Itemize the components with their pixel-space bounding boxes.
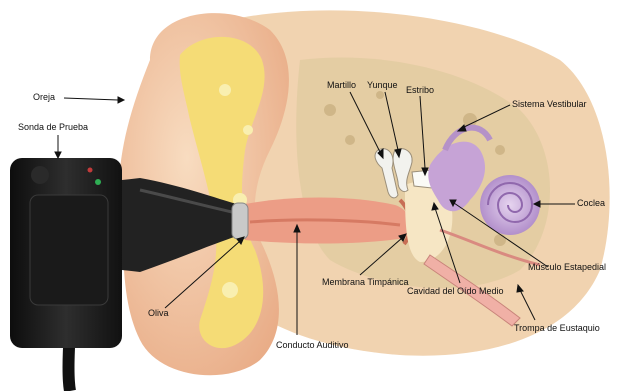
label-cavidad: Cavidad del Oído Medio [407,286,504,297]
olive-tip [232,203,248,239]
label-eustaquio: Trompa de Eustaquio [514,323,600,334]
label-vestibular: Sistema Vestibular [512,99,587,110]
probe-led-red [88,168,93,173]
label-estapedial: Músculo Estapedial [528,262,606,273]
label-oliva: Oliva [148,308,169,319]
probe-led-green [95,179,101,185]
label-sonda: Sonda de Prueba [18,122,88,133]
cochlea [480,175,540,235]
label-estribo: Estribo [406,85,434,96]
label-membrana: Membrana Timpánica [322,277,409,288]
label-martillo: Martillo [327,80,356,91]
label-conducto: Conducto Auditivo [276,340,349,351]
label-oreja: Oreja [33,92,55,103]
label-yunque: Yunque [367,80,398,91]
label-coclea: Coclea [577,198,605,209]
